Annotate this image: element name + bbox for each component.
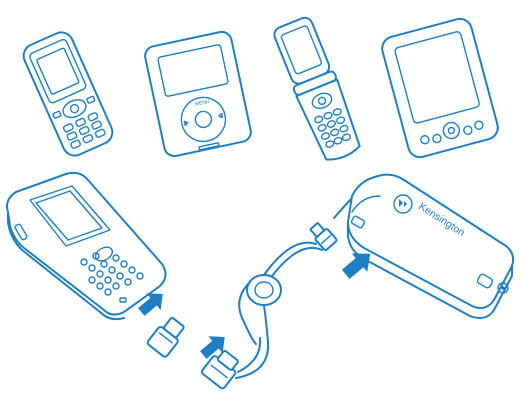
flip-phone-icon [270, 15, 365, 165]
charger-icon: Kensington [334, 175, 513, 318]
candybar-phone-icon [20, 29, 116, 160]
smartphone-icon [7, 173, 166, 319]
pda-icon [380, 16, 501, 160]
retractable-cable-icon [236, 243, 322, 378]
cable-charger-connector [308, 221, 337, 251]
media-player-icon: MENU [143, 30, 252, 158]
phone-connector-tip [147, 315, 188, 358]
